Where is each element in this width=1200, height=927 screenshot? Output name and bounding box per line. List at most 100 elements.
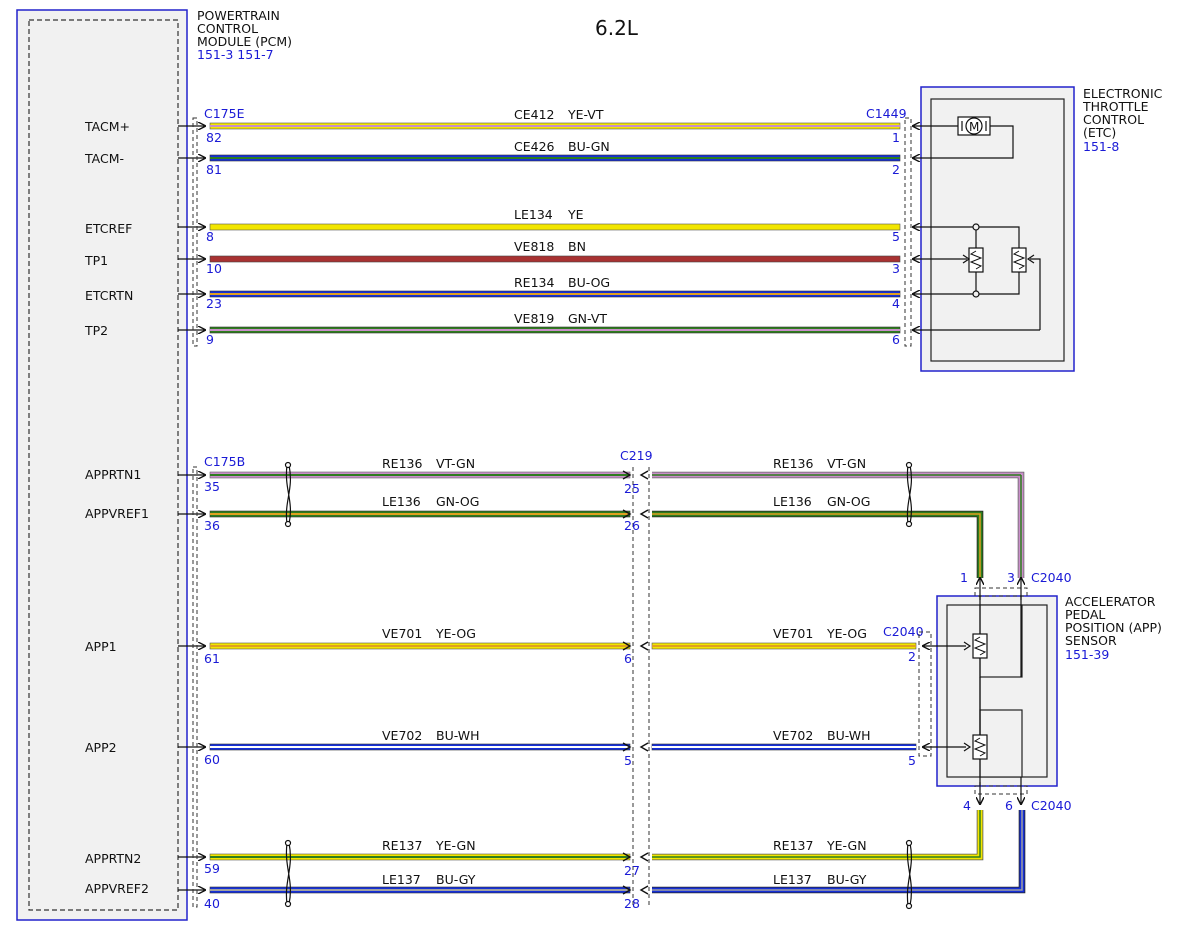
- etc-name-line-3: CONTROL: [1083, 112, 1144, 127]
- wire-ve702-left-color: BU-WH: [436, 728, 480, 743]
- pcm-pin-num-61: 61: [204, 651, 220, 666]
- app-ref: 151-39: [1065, 647, 1109, 662]
- wire-ce412-color: YE-VT: [567, 107, 604, 122]
- app-pin-num-5: 5: [908, 753, 916, 768]
- wire-le134-color: YE: [567, 207, 584, 222]
- pcm-pin-tp1: TP1: [84, 253, 108, 268]
- wire-re137-right-color: YE-GN: [826, 838, 867, 853]
- wire-ve702-left: [209, 743, 631, 751]
- wire-ve819-circuit: VE819: [514, 311, 554, 326]
- c219-pin-num-28: 28: [624, 896, 640, 911]
- connector-c175e-label: C175E: [204, 106, 245, 121]
- connector-c2040-label-top: C2040: [1031, 570, 1072, 585]
- twisted-pair-markers: [284, 461, 913, 910]
- connector-c1449-outline: [904, 117, 912, 347]
- wire-re136-left: [209, 471, 631, 479]
- pcm-pin-app1: APP1: [85, 639, 117, 654]
- wire-ve818-color: BN: [568, 239, 586, 254]
- wire-re137-left-color: YE-GN: [435, 838, 476, 853]
- pcm-name-line-2: CONTROL: [197, 21, 258, 36]
- wire-re137-right: [652, 810, 984, 861]
- wire-ve701-right-circuit: VE701: [773, 626, 813, 641]
- wire-le134: [209, 223, 901, 231]
- pcm-pin-tacm-minus: TACM-: [84, 151, 124, 166]
- wire-ve702-right-color: BU-WH: [827, 728, 871, 743]
- wire-re136-right-circuit: RE136: [773, 456, 813, 471]
- pcm-pin-num-82: 82: [206, 130, 222, 145]
- etc-ref: 151-8: [1083, 139, 1119, 154]
- diagram-title: 6.2L: [595, 16, 639, 40]
- pcm-pin-num-59: 59: [204, 861, 220, 876]
- wire-ve818-circuit: VE818: [514, 239, 554, 254]
- app-pin-num-6: 6: [1005, 798, 1013, 813]
- wire-ve818: [209, 255, 901, 263]
- wire-le136-right: [652, 510, 984, 578]
- etc-motor-label: M: [969, 120, 979, 134]
- wire-re134: [209, 290, 901, 298]
- wire-ve702-left-circuit: VE702: [382, 728, 422, 743]
- wire-ce426: [209, 154, 901, 162]
- wire-ve701-right: [651, 642, 917, 650]
- app-pin-num-1: 1: [960, 570, 968, 585]
- wire-ve819-color: GN-VT: [568, 311, 607, 326]
- pcm-pin-apprtn2: APPRTN2: [85, 851, 141, 866]
- wire-le136-left-circuit: LE136: [382, 494, 421, 509]
- app-name-line-4: SENSOR: [1065, 633, 1117, 648]
- wire-re134-color: BU-OG: [568, 275, 610, 290]
- pcm-pin-num-10: 10: [206, 261, 222, 276]
- wire-re137-right-circuit: RE137: [773, 838, 813, 853]
- etc-pin-num-4: 4: [892, 296, 900, 311]
- app-pin-num-3: 3: [1007, 570, 1015, 585]
- wire-le136-left: [209, 510, 631, 518]
- pcm-pin-app2: APP2: [85, 740, 117, 755]
- wire-le137-left: [209, 886, 631, 894]
- c219-pin-num-25: 25: [624, 481, 640, 496]
- etc-module: [920, 86, 1075, 372]
- wire-le137-right-circuit: LE137: [773, 872, 812, 887]
- wire-ve701-left-circuit: VE701: [382, 626, 422, 641]
- wire-ve701-right-color: YE-OG: [826, 626, 867, 641]
- etc-pin-num-2: 2: [892, 162, 900, 177]
- c219-pin-num-27: 27: [624, 863, 640, 878]
- wire-le137-left-color: BU-GY: [436, 872, 476, 887]
- connector-c175b-label: C175B: [204, 454, 245, 469]
- pcm-pin-etcref: ETCREF: [85, 221, 132, 236]
- connector-c219-label: C219: [620, 448, 653, 463]
- pcm-pin-num-23: 23: [206, 296, 222, 311]
- pcm-pin-num-9: 9: [206, 332, 214, 347]
- etc-name-line-1: ELECTRONIC: [1083, 86, 1163, 101]
- wire-re136-right-color: VT-GN: [827, 456, 866, 471]
- wire-ve702-right-circuit: VE702: [773, 728, 813, 743]
- connector-c175b-outline: [192, 466, 198, 908]
- connector-c2040-label-mid: C2040: [883, 624, 924, 639]
- wire-ve701-left-color: YE-OG: [435, 626, 476, 641]
- app-sensor-1-potentiometer-icon: [963, 633, 988, 659]
- pcm-pin-num-36: 36: [204, 518, 220, 533]
- pcm-pin-num-40: 40: [204, 896, 220, 911]
- app-sensor-2-potentiometer-icon: [963, 734, 988, 760]
- wire-re136-left-color: VT-GN: [436, 456, 475, 471]
- wire-ce412: [209, 122, 901, 130]
- pcm-pin-apprtn1: APPRTN1: [85, 467, 141, 482]
- pcm-pin-leads: [178, 126, 205, 890]
- wire-ce426-circuit: CE426: [514, 139, 555, 154]
- app-pin-num-2: 2: [908, 649, 916, 664]
- etc-pin-num-1: 1: [892, 130, 900, 145]
- etc-pin-num-6: 6: [892, 332, 900, 347]
- connector-c2040-bottom-outline: [974, 785, 1028, 795]
- app-pin-num-4: 4: [963, 798, 971, 813]
- wire-le137-left-circuit: LE137: [382, 872, 421, 887]
- connector-c2040-top-outline: [974, 587, 1028, 597]
- app-name-line-1: ACCELERATOR: [1065, 594, 1156, 609]
- wire-le137-right-color: BU-GY: [827, 872, 867, 887]
- app-name-line-3: POSITION (APP): [1065, 620, 1162, 635]
- pcm-pin-tp2: TP2: [84, 323, 108, 338]
- wire-ve701-left: [209, 642, 631, 650]
- pcm-name-line-1: POWERTRAIN: [197, 8, 280, 23]
- etc-motor-icon: M: [957, 116, 991, 136]
- wire-re136-left-circuit: RE136: [382, 456, 422, 471]
- pcm-pin-etcrtn: ETCRTN: [85, 288, 133, 303]
- wire-ce426-color: BU-GN: [568, 139, 610, 154]
- wire-ve819: [209, 326, 901, 334]
- etc-pin-num-3: 3: [892, 261, 900, 276]
